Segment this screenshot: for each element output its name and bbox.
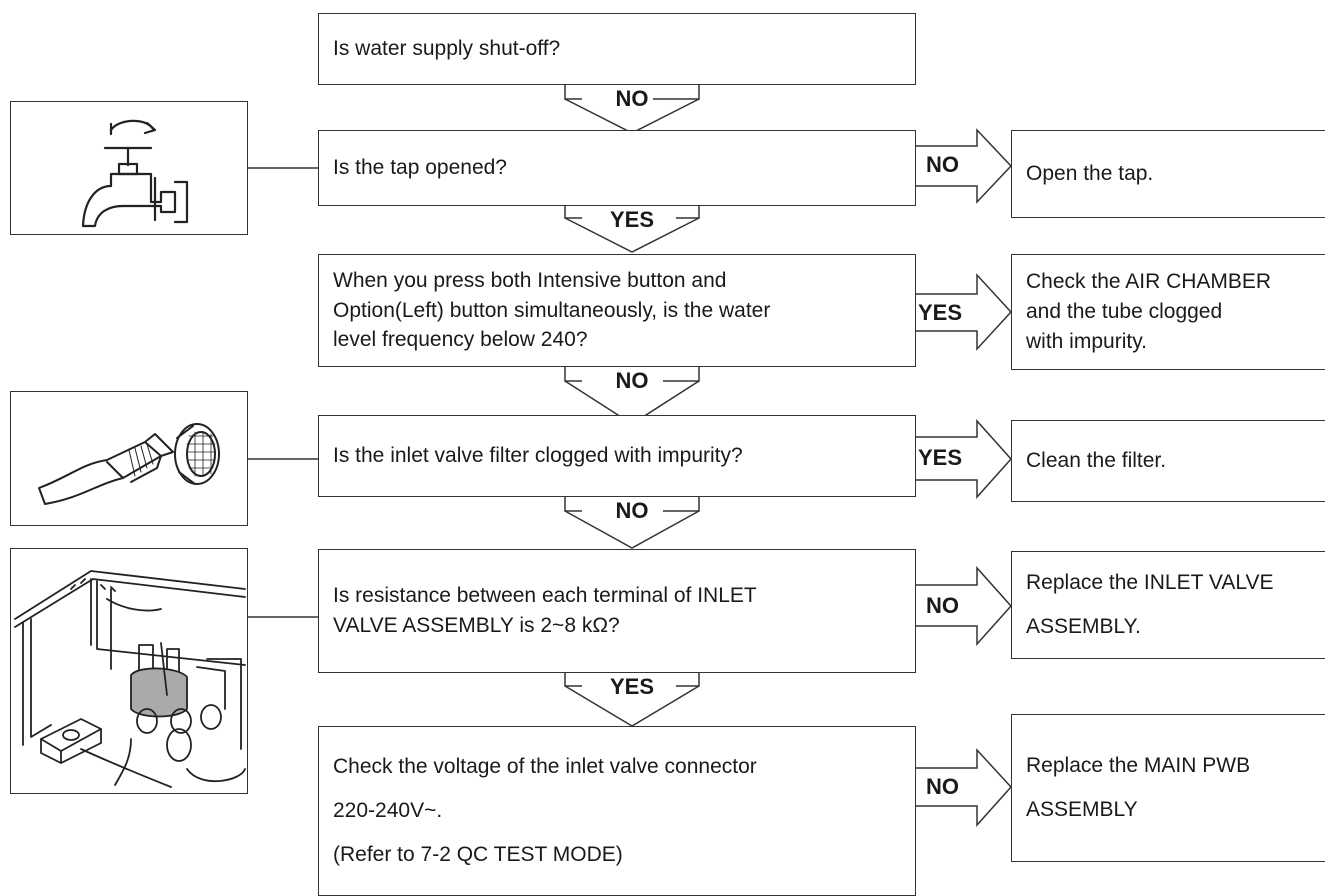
action-text: Replace the INLET VALVE ASSEMBLY. xyxy=(1026,570,1274,638)
brush-cleaning-filter-icon xyxy=(38,423,220,505)
question-box-4: Is the inlet valve filter clogged with i… xyxy=(318,415,916,497)
down-arrow-1 xyxy=(564,84,582,100)
right-label-3: YES xyxy=(918,445,963,470)
inlet-valve-assembly-icon xyxy=(14,570,246,788)
question-text: Check the voltage of the inlet valve con… xyxy=(333,754,757,867)
question-box-5: Is resistance between each terminal of I… xyxy=(318,549,916,673)
right-label-1: NO xyxy=(926,152,959,177)
action-box-1: Open the tap. xyxy=(1011,130,1325,218)
down-arrow-5 xyxy=(564,672,582,687)
tap-illustration xyxy=(10,101,248,235)
down-arrow-4c xyxy=(564,510,700,549)
action-box-4: Replace the INLET VALVE ASSEMBLY. xyxy=(1011,551,1325,659)
down-label-1: NO xyxy=(615,86,649,111)
question-box-6: Check the voltage of the inlet valve con… xyxy=(318,726,916,896)
down-arrow-2 xyxy=(564,205,582,219)
filter-cleaning-illustration xyxy=(10,391,248,526)
down-label-2: YES xyxy=(609,207,655,232)
action-text: Clean the filter. xyxy=(1026,449,1167,473)
question-text: Is the tap opened? xyxy=(333,156,507,180)
down-label-4: NO xyxy=(615,498,649,523)
right-arrow-5 xyxy=(913,726,1013,891)
question-text: Is the inlet valve filter clogged with i… xyxy=(333,444,743,468)
right-label-5: NO xyxy=(926,774,959,799)
down-arrow-4b xyxy=(663,496,700,512)
action-box-2: Check the AIR CHAMBER and the tube clogg… xyxy=(1011,254,1325,370)
down-arrow-2c xyxy=(564,217,700,253)
right-label-2: YES xyxy=(918,300,963,325)
action-text: Check the AIR CHAMBER and the tube clogg… xyxy=(1026,270,1272,353)
action-text: Open the tap. xyxy=(1026,162,1154,186)
action-text: Replace the MAIN PWB ASSEMBLY xyxy=(1026,753,1251,821)
water-tap-icon xyxy=(81,119,189,228)
down-arrow-5b xyxy=(676,672,700,687)
down-label-5: YES xyxy=(609,674,655,699)
action-box-3: Clean the filter. xyxy=(1011,420,1325,502)
down-label-3: NO xyxy=(615,368,649,393)
question-box-1: Is water supply shut-off? xyxy=(318,13,916,85)
down-arrow-2b xyxy=(676,205,700,219)
question-box-3: When you press both Intensive button and… xyxy=(318,254,916,367)
question-box-2: Is the tap opened? xyxy=(318,130,916,206)
down-arrow-4 xyxy=(564,496,582,512)
right-label-4: NO xyxy=(926,593,959,618)
inlet-valve-illustration xyxy=(10,548,248,794)
question-text: When you press both Intensive button and… xyxy=(333,268,771,352)
question-text: Is resistance between each terminal of I… xyxy=(333,584,757,637)
down-arrow-3b xyxy=(663,366,700,382)
action-box-5: Replace the MAIN PWB ASSEMBLY xyxy=(1011,714,1325,862)
question-text: Is water supply shut-off? xyxy=(333,37,561,61)
down-arrow-3 xyxy=(564,366,582,382)
